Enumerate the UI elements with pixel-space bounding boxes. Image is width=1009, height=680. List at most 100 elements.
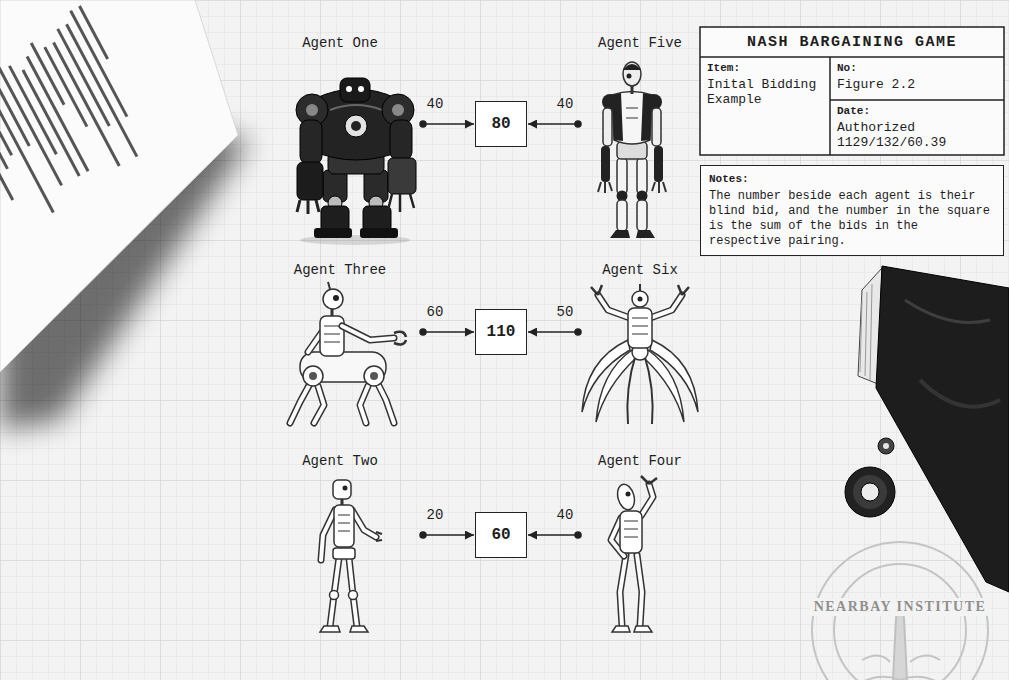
code-paper — [0, 0, 250, 430]
sum-box: 80 — [475, 101, 527, 147]
watermark-text: NEARBAY INSTITUTE — [810, 598, 991, 616]
robot-agent-four — [624, 537, 638, 538]
robot-agent-five — [652, 182, 666, 193]
robot-agent-three — [303, 366, 323, 386]
robot-agent-one — [388, 194, 414, 212]
washer — [861, 483, 879, 501]
agent-name: Agent Four — [570, 453, 710, 469]
field-value: Inital Bidding Example — [707, 77, 825, 107]
robot-agent-two — [320, 480, 382, 632]
code-paper — [0, 75, 31, 147]
notes-heading: Notes: — [709, 172, 995, 187]
book — [870, 284, 872, 380]
code-paper — [0, 0, 238, 372]
code-paper — [69, 10, 128, 117]
robot-agent-three — [328, 282, 330, 289]
robot-agent-four — [620, 555, 626, 626]
robot-agent-three — [323, 289, 343, 309]
title-block — [700, 27, 1004, 155]
code-paper — [43, 46, 88, 127]
robot-agent-one — [360, 228, 398, 238]
robot-agent-five — [623, 64, 641, 70]
robot-agent-three — [370, 372, 378, 380]
robot-agent-one — [346, 86, 352, 92]
robot-agent-three — [376, 380, 394, 423]
robot-agent-two — [338, 531, 350, 532]
robot-agent-two — [338, 515, 350, 516]
book — [865, 292, 867, 376]
robot-agent-five — [601, 146, 610, 182]
bid-arrow — [420, 329, 426, 335]
agent-name: Agent Six — [570, 262, 710, 278]
robot-agent-four — [620, 555, 626, 626]
robot-agent-one — [314, 228, 352, 238]
robot-agent-six — [632, 334, 648, 335]
code-paper — [22, 69, 81, 176]
robot-agent-three — [324, 342, 340, 343]
bid-value: 20 — [420, 507, 450, 523]
robot-agent-three — [314, 386, 324, 423]
robot-agent-three — [342, 326, 394, 340]
robot-agent-two — [333, 480, 351, 499]
robot-agent-three — [333, 295, 339, 301]
bid-value: 50 — [550, 304, 580, 320]
robot-agent-one — [340, 78, 370, 102]
code-paper — [0, 61, 63, 186]
robot-agent-six — [628, 308, 652, 348]
robot-agent-two — [352, 510, 376, 537]
bid-arrow — [528, 534, 578, 536]
title-block — [700, 56, 1004, 58]
robot-agent-five — [626, 108, 638, 109]
robot-agent-six — [598, 295, 630, 318]
robot-agent-three — [324, 326, 340, 327]
field-name: No: — [837, 62, 997, 75]
washer — [845, 438, 895, 517]
robot-agent-five — [612, 92, 652, 145]
robot-agent-two — [330, 591, 339, 600]
bid-value: 40 — [550, 507, 580, 523]
robot-agent-six — [644, 354, 653, 424]
bid-value: 60 — [420, 304, 450, 320]
code-paper — [0, 71, 9, 170]
code-paper — [0, 5, 161, 227]
agent-name: Agent Five — [570, 35, 710, 51]
robot-agent-five — [598, 182, 612, 193]
robot-agent-six — [650, 295, 682, 318]
robot-agent-two — [376, 532, 382, 541]
code-paper — [0, 75, 13, 156]
robot-agent-five — [654, 146, 663, 182]
book — [876, 266, 1009, 592]
robot-agent-two — [338, 523, 350, 524]
robot-agent-four — [615, 482, 637, 511]
robot-agent-six — [598, 295, 630, 318]
robot-agent-three — [376, 380, 394, 423]
robot-agent-four — [637, 555, 642, 626]
robot-agent-three — [394, 332, 406, 345]
robot-agent-five — [617, 158, 627, 194]
robot-agent-five — [637, 158, 647, 194]
field-value: Figure 2.2 — [837, 77, 997, 92]
robot-agent-four — [641, 484, 653, 516]
seal-watermark — [862, 655, 940, 662]
robot-agent-three — [360, 386, 368, 423]
title-block — [700, 27, 1004, 155]
robot-agent-five — [627, 74, 632, 79]
bid-value: 40 — [550, 96, 580, 112]
robot-agent-two — [349, 558, 357, 627]
robot-agent-six — [638, 297, 643, 302]
code-paper — [0, 85, 14, 201]
washer — [853, 475, 887, 509]
robot-agent-six — [632, 291, 648, 307]
robot-agent-six — [632, 326, 648, 327]
robot-agent-five — [646, 94, 662, 110]
bid-arrow — [575, 532, 581, 538]
field-name: Item: — [707, 62, 825, 75]
robot-agent-four — [641, 484, 653, 516]
robot-agent-one — [306, 104, 318, 116]
robot-agent-one — [345, 115, 367, 137]
robot-agent-five — [636, 230, 655, 238]
robot-agent-one — [296, 78, 416, 245]
